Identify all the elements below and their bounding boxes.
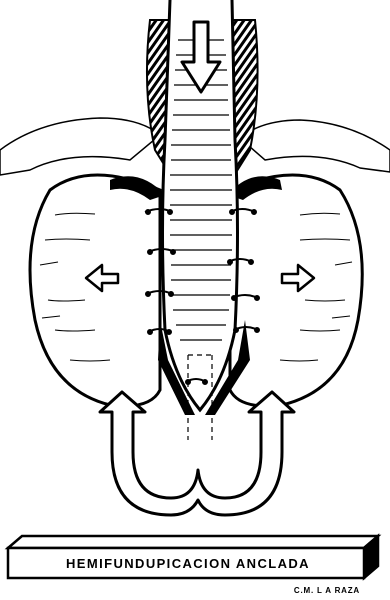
- diaphragm-right: [240, 120, 390, 172]
- caption-credit: C.M. L A RAZA: [240, 586, 360, 595]
- u-arrow-icon: [100, 392, 294, 515]
- fundus-left-lobe: [30, 175, 160, 406]
- caption-title: HEMIFUNDUPICACION ANCLADA: [18, 556, 358, 571]
- diaphragm-left: [0, 118, 160, 175]
